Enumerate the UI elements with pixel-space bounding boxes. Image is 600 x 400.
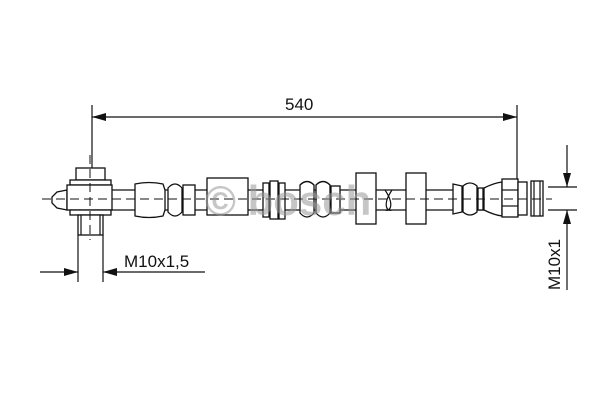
length-dimension: 540	[91, 95, 518, 190]
left-banjo-fitting	[51, 167, 113, 236]
right-thread-label: M10x1	[545, 239, 564, 290]
hose-rings	[262, 180, 341, 220]
left-crimp-ferrule	[134, 181, 196, 219]
hose-sleeve-left	[206, 177, 249, 216]
left-thread-dimension: M10x1,5	[40, 235, 205, 282]
hose-break-symbol	[384, 189, 393, 211]
length-label: 540	[285, 95, 313, 114]
watermark: © bosch	[205, 177, 371, 224]
left-thread-label: M10x1,5	[124, 252, 189, 271]
right-thread-dimension: M10x1	[545, 145, 577, 290]
right-hex-nut	[501, 178, 544, 218]
